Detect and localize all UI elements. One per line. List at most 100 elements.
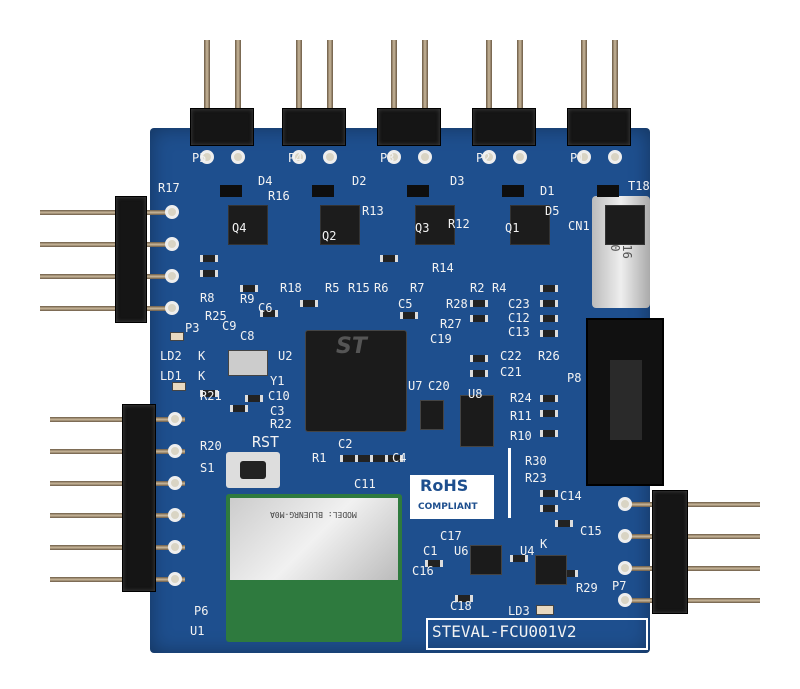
solder-pad (618, 529, 632, 543)
silkscreen-label: R9 (240, 292, 255, 306)
header-pin (50, 513, 185, 518)
reset-button[interactable] (226, 452, 280, 488)
smd-component (385, 455, 403, 462)
mosfet (228, 205, 268, 245)
silkscreen-label: R5 (325, 281, 340, 295)
header-pin (40, 210, 175, 215)
silkscreen-label: R4 (492, 281, 507, 295)
ic-u4 (535, 555, 567, 585)
silkscreen-label: C8 (240, 329, 255, 343)
top-pin-header[interactable] (567, 108, 631, 146)
header-pin (235, 40, 241, 120)
mosfet-top (312, 185, 334, 197)
smd-component (200, 255, 218, 262)
header-pin (486, 40, 492, 120)
silkscreen-label: C10 (268, 389, 290, 403)
silkscreen-label: R6 (374, 281, 389, 295)
smd-component (510, 555, 528, 562)
header-pin (50, 417, 185, 422)
connector-slot (610, 360, 642, 440)
mosfet (510, 205, 550, 245)
rohs-title: RoHS (420, 476, 469, 495)
smd-component (540, 330, 558, 337)
smd-component (455, 595, 473, 602)
smd-component (470, 315, 488, 322)
silkscreen-label: C12 (508, 311, 530, 325)
header-pin (620, 598, 760, 603)
mosfet-top (597, 185, 619, 197)
top-pin-header[interactable] (282, 108, 346, 146)
silkscreen-label: R15 (348, 281, 370, 295)
silkscreen-label: T18 (628, 179, 650, 193)
smd-component (380, 255, 398, 262)
mosfet-top (502, 185, 524, 197)
header-pin (40, 274, 175, 279)
silkscreen-label: LD2 (160, 349, 182, 363)
reset-button-cap[interactable] (240, 461, 266, 479)
solder-pad (168, 540, 182, 554)
silkscreen-label: Q1 (505, 221, 520, 235)
ic-u6 (470, 545, 502, 575)
bluetooth-module: MODEL: BLUENRG-M0A (226, 494, 402, 642)
silkscreen-label: R12 (448, 217, 470, 231)
smd-component (540, 490, 558, 497)
smd-component (540, 505, 558, 512)
solder-pad (168, 572, 182, 586)
smd-component (540, 395, 558, 402)
silkscreen-label: P5 (192, 151, 207, 165)
silkscreen-label: C14 (560, 489, 582, 503)
silkscreen-label: R10 (510, 429, 532, 443)
silkscreen-label: R13 (362, 204, 384, 218)
ic-u7 (420, 400, 444, 430)
led-ld1 (172, 382, 186, 391)
silkscreen-label: U7 (408, 379, 423, 393)
silkscreen-label: C13 (508, 325, 530, 339)
silkscreen-label: C21 (500, 365, 522, 379)
top-pin-header[interactable] (377, 108, 441, 146)
silkscreen-label: LD1 (160, 369, 182, 383)
top-pin-header[interactable] (472, 108, 536, 146)
smd-component (540, 285, 558, 292)
header-pin (40, 306, 175, 311)
direction-arrow (508, 448, 511, 518)
silkscreen-label: LD3 (508, 604, 530, 618)
silkscreen-label: R29 (576, 581, 598, 595)
silkscreen-label: R7 (410, 281, 425, 295)
silkscreen-label: C11 (354, 477, 376, 491)
solder-pad (618, 561, 632, 575)
module-text: MODEL: BLUENRG-M0A (270, 510, 357, 519)
smd-component (540, 430, 558, 437)
board-name: STEVAL-FCU001V2 (432, 622, 577, 641)
silkscreen-label: P4 (288, 151, 303, 165)
solder-pad (168, 476, 182, 490)
smd-component (200, 270, 218, 277)
left-pin-header-4[interactable] (115, 196, 147, 323)
top-pin-header[interactable] (190, 108, 254, 146)
silkscreen-label: D2 (352, 174, 367, 188)
silkscreen-label: U1 (190, 624, 205, 638)
solder-pad (168, 412, 182, 426)
solder-pad (165, 269, 179, 283)
mosfet-top (220, 185, 242, 197)
silkscreen-label: Q4 (232, 221, 247, 235)
mosfet-top (407, 185, 429, 197)
header-pin (391, 40, 397, 120)
header-pin (327, 40, 333, 120)
p8-connector[interactable] (586, 318, 664, 486)
silkscreen-label: R26 (538, 349, 560, 363)
right-pin-header-4[interactable] (652, 490, 688, 614)
left-pin-header-6[interactable] (122, 404, 156, 592)
header-pin (612, 40, 618, 120)
solder-pad (513, 150, 527, 164)
header-pin (50, 545, 185, 550)
silkscreen-label: Y1 (270, 374, 285, 388)
silkscreen-label: C3 (270, 404, 285, 418)
silkscreen-label: P3 (185, 321, 200, 335)
crystal (228, 350, 268, 376)
rohs-subtitle: COMPLIANT (418, 502, 478, 512)
silkscreen-label: C4 (392, 451, 407, 465)
smd-component (200, 390, 218, 397)
solder-pad (577, 150, 591, 164)
silkscreen-label: Q3 (415, 221, 430, 235)
silkscreen-label: R20 (200, 439, 222, 453)
